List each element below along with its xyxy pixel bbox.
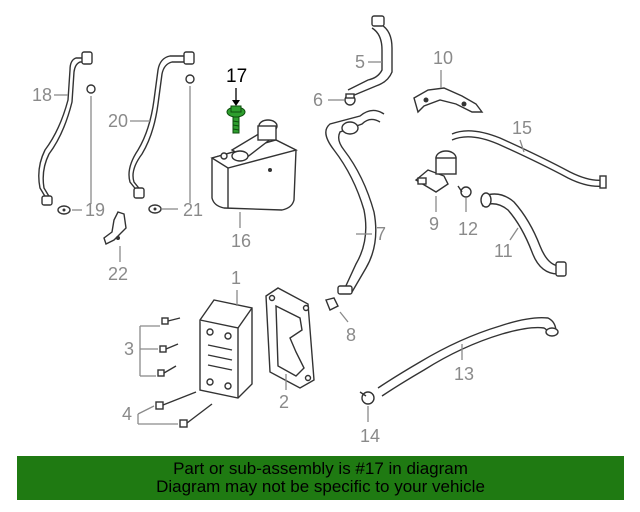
callout-12: 12 xyxy=(458,219,478,239)
part-2-gasket[interactable] xyxy=(265,287,315,389)
callout-5: 5 xyxy=(355,52,365,72)
part-9-valve[interactable] xyxy=(414,150,457,193)
callout-18: 18 xyxy=(32,85,52,105)
callout-2: 2 xyxy=(279,392,289,412)
part-21-washer[interactable] xyxy=(148,74,195,214)
callout-19: 19 xyxy=(85,200,105,220)
callout-8: 8 xyxy=(346,325,356,345)
callout-4: 4 xyxy=(122,404,132,424)
footer-line-1: Part or sub-assembly is #17 in diagram xyxy=(173,459,468,478)
part-17-bolt[interactable] xyxy=(226,105,246,134)
callout-20: 20 xyxy=(108,111,128,131)
callout-13: 13 xyxy=(454,364,474,384)
callout-7: 7 xyxy=(376,224,386,244)
callout-1: 1 xyxy=(231,268,241,288)
part-8-clip[interactable] xyxy=(325,297,339,311)
part-19-washer[interactable] xyxy=(57,84,96,215)
part-5-hose[interactable] xyxy=(347,15,393,97)
callout-17: 17 xyxy=(226,66,247,87)
callout-21: 21 xyxy=(183,200,203,220)
part-15-hose[interactable] xyxy=(451,130,607,189)
callout-3: 3 xyxy=(124,339,134,359)
callout-10: 10 xyxy=(433,48,453,68)
part-22-bracket[interactable] xyxy=(103,211,127,245)
part-12-clamp[interactable] xyxy=(457,185,472,198)
callout-22: 22 xyxy=(108,264,128,284)
part-11-hose[interactable] xyxy=(480,192,567,277)
part-20-hose[interactable] xyxy=(128,51,195,199)
part-13-hose[interactable] xyxy=(377,316,559,397)
part-14-clamp[interactable] xyxy=(359,391,375,405)
callout-9: 9 xyxy=(429,214,439,234)
part-18-hose[interactable] xyxy=(38,51,93,206)
part-6-clamp[interactable] xyxy=(344,93,356,106)
footer-line-2: Diagram may not be specific to your vehi… xyxy=(156,477,485,496)
callout-11: 11 xyxy=(494,241,513,261)
callout-6: 6 xyxy=(313,90,323,110)
parts-diagram: 18 19 20 21 22 17 xyxy=(32,15,607,446)
part-1-oil-cooler[interactable] xyxy=(199,299,253,399)
part-10-bracket[interactable] xyxy=(413,87,484,114)
callout-14: 14 xyxy=(360,426,380,446)
callout-15: 15 xyxy=(512,118,532,138)
part-7-hose[interactable] xyxy=(325,109,385,295)
part-16-oil-cooler-housing[interactable] xyxy=(210,119,298,211)
callout-16: 16 xyxy=(231,231,251,251)
part-4-long-bolts[interactable] xyxy=(155,391,213,428)
footer-banner: Part or sub-assembly is #17 in diagram D… xyxy=(17,456,624,500)
part-3-bolts[interactable] xyxy=(157,317,181,377)
